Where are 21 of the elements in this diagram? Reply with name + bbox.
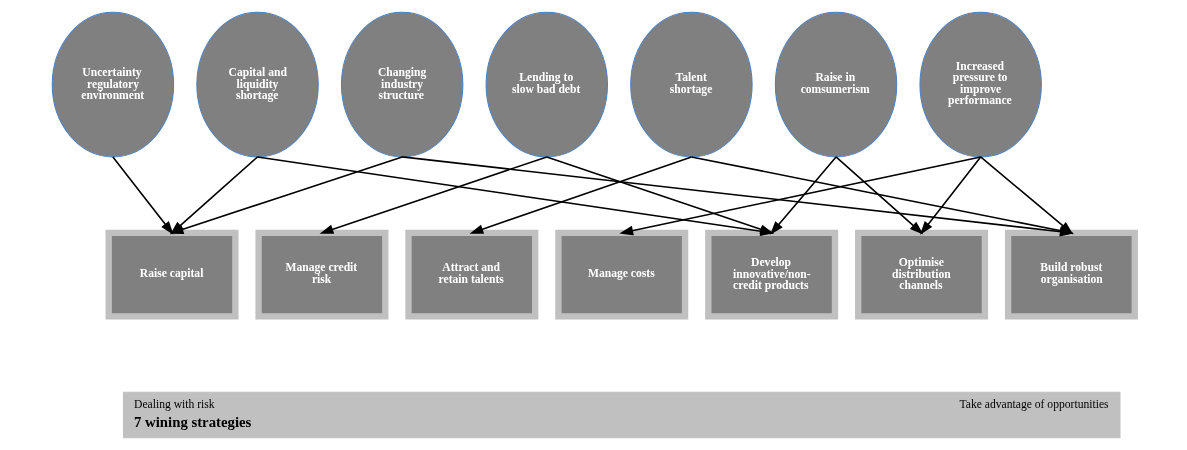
arrow (835, 156, 924, 235)
node-ellipse: Changing industry structure (340, 11, 464, 158)
node-ellipse: Uncertainty regulatory environment (51, 11, 175, 158)
node-ellipse: Talent shortage (630, 11, 753, 158)
node-ellipse: Lending to slow bad debt (485, 11, 608, 158)
arrow (770, 156, 837, 235)
node-box: Optimise distribution channels (855, 229, 989, 320)
arrow (920, 156, 982, 235)
node-box: Raise capital (105, 229, 239, 320)
node-box: Build robust organisation (1004, 229, 1138, 320)
node-box: Manage credit risk (255, 229, 389, 320)
node-ellipse: Capital and liquidity shortage (196, 11, 319, 158)
node-box: Manage costs (555, 229, 689, 320)
node-box: Dealing with risk Take advantage of opportunities 7 wining strategies (122, 391, 1121, 439)
arrow (319, 156, 548, 234)
node-ellipse: Raise in comsumerism (774, 11, 898, 158)
node-box: Attract and retain talents (405, 229, 539, 320)
node-box: Develop innovative/non-credit products (705, 229, 839, 320)
node-ellipse: Increased pressure to improve performance (919, 11, 1042, 158)
arrow (112, 156, 174, 235)
arrow (469, 156, 693, 234)
